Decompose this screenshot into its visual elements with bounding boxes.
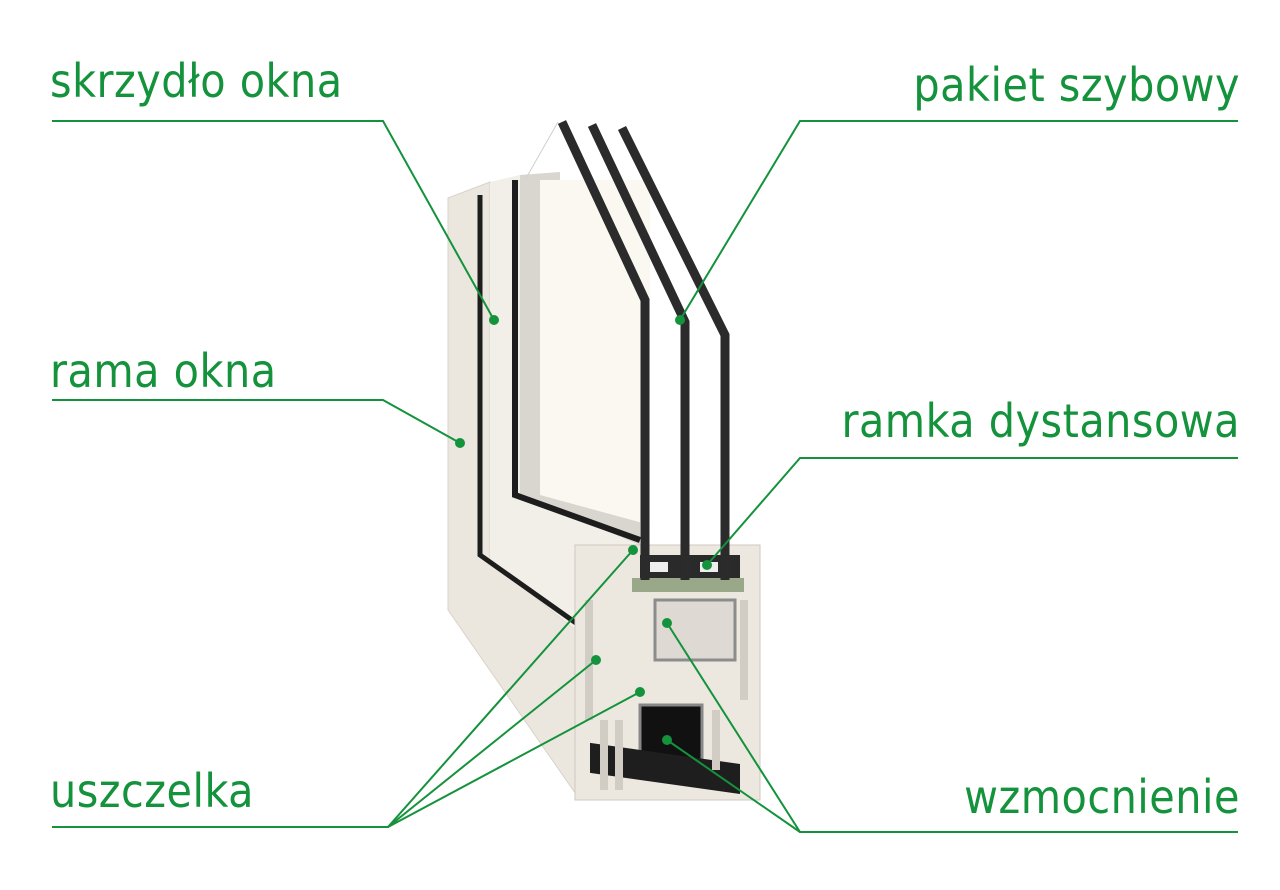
label-rama-okna: rama okna — [50, 344, 277, 398]
glass-panes — [557, 120, 730, 580]
label-pakiet-szybowy: pakiet szybowy — [913, 58, 1240, 112]
label-skrzydlo-okna: skrzydło okna — [50, 54, 343, 108]
frame-body — [447, 172, 650, 801]
callout-lines — [52, 120, 1238, 833]
label-uszczelka: uszczelka — [50, 764, 254, 818]
label-wzmocnienie: wzmocnienie — [964, 770, 1240, 824]
label-ramka-dystansowa: ramka dystansowa — [841, 394, 1240, 448]
callout-dots — [455, 315, 712, 745]
